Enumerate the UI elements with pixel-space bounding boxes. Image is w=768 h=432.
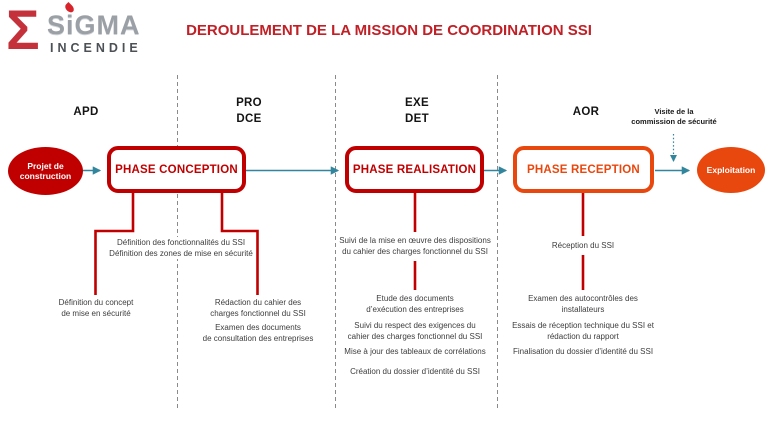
stage-label-apd: APD xyxy=(73,106,99,118)
note-line: rédaction du rapport xyxy=(547,332,619,341)
note-line: Mise à jour des tableaux de corrélations xyxy=(344,347,486,356)
phase-reception-label: PHASE RECEPTION xyxy=(527,163,640,176)
stage-label-pro-dce: PRO DCE xyxy=(236,95,262,127)
stage-label-aor: AOR xyxy=(572,106,600,118)
phase-realisation-label: PHASE REALISATION xyxy=(352,163,477,176)
note-conception-center: Définition des fonctionnalités du SSI Dé… xyxy=(109,237,253,259)
note-line: Essais de réception technique du SSI et xyxy=(512,321,654,330)
note-line: Examen des documents xyxy=(215,323,301,332)
start-line-2: construction xyxy=(19,171,72,181)
note-line: cahier des charges fonctionnel du SSI xyxy=(347,332,483,341)
connector-conception-left xyxy=(94,191,135,295)
visite-line-1: Visite de la xyxy=(654,107,694,116)
sigma-symbol: Σ xyxy=(6,0,40,61)
note-line: de consultation des entreprises xyxy=(202,334,314,343)
stage-label-exe-det: EXE DET xyxy=(405,95,429,127)
end-node-label: Exploitation xyxy=(706,165,756,175)
phase-realisation-box: PHASE REALISATION xyxy=(345,146,484,193)
note-conception-left: Définition du concept de mise en sécurit… xyxy=(58,297,134,319)
visite-line-2: commission de sécurité xyxy=(631,117,717,126)
phase-conception-label: PHASE CONCEPTION xyxy=(115,163,238,176)
phase-reception-box: PHASE RECEPTION xyxy=(513,146,654,193)
note-realisation-4: Mise à jour des tableaux de corrélations xyxy=(344,346,486,357)
note-realisation-5: Création du dossier d’identité du SSI xyxy=(350,366,480,377)
note-line: Etude des documents xyxy=(376,294,454,303)
stage-line-det: DET xyxy=(405,113,429,125)
note-line: Examen des autocontrôles des xyxy=(528,294,638,303)
note-line: du cahier des charges fonctionnel du SSI xyxy=(342,247,488,256)
note-realisation-1: Suivi de la mise en œuvre des dispositio… xyxy=(339,235,491,257)
note-line: Définition des fonctionnalités du SSI xyxy=(116,238,246,247)
note-line: charges fonctionnel du SSI xyxy=(210,309,306,318)
note-line: Rédaction du cahier des xyxy=(214,298,302,307)
note-line: Définition du concept xyxy=(58,298,134,307)
note-realisation-3: Suivi du respect des exigences du cahier… xyxy=(347,320,483,342)
page-title: DEROULEMENT DE LA MISSION DE COORDINATIO… xyxy=(186,22,592,39)
phase-conception-box: PHASE CONCEPTION xyxy=(107,146,246,193)
note-line: Création du dossier d’identité du SSI xyxy=(350,367,480,376)
stage-line-pro: PRO xyxy=(236,97,262,109)
logo-subtitle: INCENDIE xyxy=(50,41,142,55)
note-reception-2: Examen des autocontrôles des installateu… xyxy=(528,293,638,315)
note-reception-4: Finalisation du dossier d’identité du SS… xyxy=(512,346,654,357)
logo-brand-text: SiGMA xyxy=(47,10,141,40)
note-line: installateurs xyxy=(561,305,605,314)
note-line: d’exécution des entreprises xyxy=(366,305,464,314)
start-line-1: Projet de xyxy=(27,161,64,171)
note-line: de mise en sécurité xyxy=(61,309,131,318)
stage-line-exe: EXE xyxy=(405,97,429,109)
note-reception-3: Essais de réception technique du SSI et … xyxy=(512,320,654,342)
note-line: Réception du SSI xyxy=(551,241,615,250)
note-realisation-2: Etude des documents d’exécution des entr… xyxy=(366,293,464,315)
end-node-exploitation: Exploitation xyxy=(697,147,765,193)
note-line: Finalisation du dossier d’identité du SS… xyxy=(512,347,654,356)
sigma-incendie-logo: Σ SiGMA INCENDIE xyxy=(0,0,190,66)
connector-conception-right xyxy=(220,191,259,295)
visite-commission-label: Visite de la commission de sécurité xyxy=(631,107,716,127)
note-conception-right1: Rédaction du cahier des charges fonction… xyxy=(210,297,306,319)
start-node-projet: Projet de construction xyxy=(8,147,83,195)
note-line: Suivi du respect des exigences du xyxy=(354,321,476,330)
note-line: Suivi de la mise en œuvre des dispositio… xyxy=(339,236,491,245)
stage-line-dce: DCE xyxy=(236,113,262,125)
note-conception-right2: Examen des documents de consultation des… xyxy=(202,322,314,344)
note-reception-1: Réception du SSI xyxy=(551,240,615,251)
note-line: Définition des zones de mise en sécurité xyxy=(109,249,253,258)
